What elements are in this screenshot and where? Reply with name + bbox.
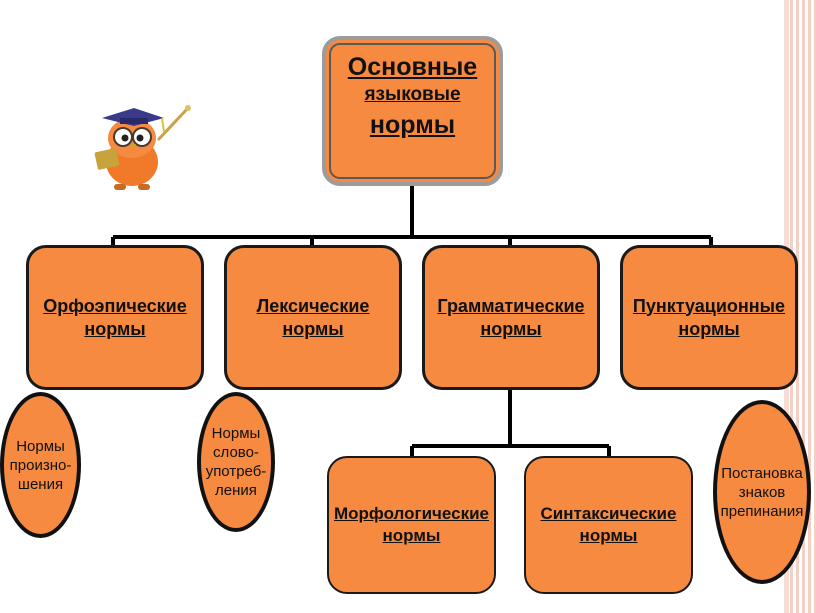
node-label-line2: нормы	[382, 526, 441, 545]
owl-scholar-illustration	[94, 105, 191, 190]
node-label-line1: Пунктуационные	[632, 295, 786, 316]
root-line-3: нормы	[369, 111, 456, 139]
note-line: знаков	[738, 483, 786, 501]
note-line: шения	[17, 475, 64, 493]
node-label-line2: нормы	[84, 318, 146, 339]
note-line: Постановка	[721, 464, 803, 482]
note-punctuation-marks: Постановка знаков препинания	[713, 400, 811, 584]
note-line: препинания	[720, 502, 804, 520]
node-morphological-norms: Морфологические нормы	[327, 456, 496, 594]
note-line: Нормы	[16, 437, 65, 455]
node-label-line2: нормы	[282, 318, 344, 339]
node-label-line1: Лексические	[256, 295, 370, 316]
node-label-line2: нормы	[579, 526, 638, 545]
node-label-line1: Грамматические	[437, 295, 585, 316]
note-word-usage: Нормы слово- употреб- ления	[197, 392, 275, 532]
note-line: слово-	[213, 444, 259, 461]
node-label-line1: Орфоэпические	[43, 295, 187, 316]
node-label-line2: нормы	[678, 318, 740, 339]
root-line-2: языковые	[364, 84, 461, 105]
node-label-line1: Синтаксические	[540, 504, 677, 523]
node-label-line2: нормы	[480, 318, 542, 339]
root-line-1: Основные	[347, 53, 478, 81]
node-syntactic-norms: Синтаксические нормы	[524, 456, 693, 594]
root-main-language-norms: Основные языковые нормы	[322, 36, 503, 186]
note-line: Нормы	[211, 425, 261, 442]
note-line: произно-	[9, 456, 72, 474]
node-label-line1: Морфологические	[333, 504, 489, 523]
note-line: употреб-	[205, 463, 267, 480]
note-line: ления	[215, 482, 257, 499]
note-pronunciation: Нормы произно- шения	[0, 392, 81, 538]
